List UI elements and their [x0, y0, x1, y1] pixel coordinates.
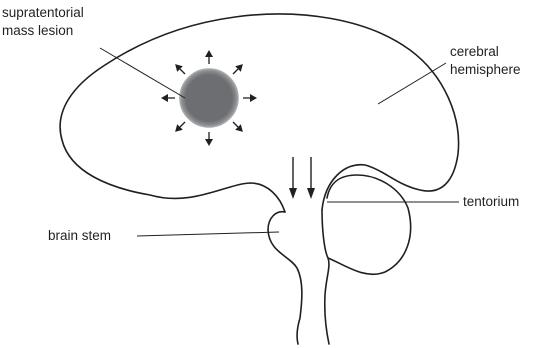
down-arrow-left-head	[289, 188, 297, 199]
radial-arrow-head	[250, 94, 257, 102]
brain-stem-outline	[268, 212, 302, 344]
cerebral-hemisphere-outline	[60, 14, 458, 212]
double-down-arrow-icon	[289, 157, 315, 199]
label-tentorium: tentorium	[463, 194, 519, 209]
radial-arrow-head	[161, 94, 168, 102]
label-cerebral-line1: cerebral	[450, 44, 499, 59]
brain-stem-right-edge	[322, 210, 329, 344]
label-cerebral-line2: hemisphere	[450, 62, 521, 77]
radial-arrow-head	[205, 139, 213, 146]
radial-arrow-shaft	[233, 122, 238, 127]
leader-brain-stem	[137, 232, 279, 236]
radial-arrow-head	[205, 50, 213, 57]
label-supratentorial-line2: mass lesion	[2, 23, 73, 38]
mass-lesion	[180, 69, 238, 127]
tentorium-fold	[327, 175, 411, 274]
radial-arrow-shaft	[180, 122, 185, 127]
label-supratentorial-line1: supratentorial	[2, 5, 84, 20]
leader-cerebral-hemisphere	[378, 63, 446, 104]
radial-arrow-shaft	[233, 69, 238, 74]
leader-mass-lesion	[100, 48, 185, 98]
down-arrow-right-head	[307, 188, 315, 199]
radial-arrow-shaft	[180, 69, 185, 74]
label-brain-stem: brain stem	[48, 228, 111, 243]
